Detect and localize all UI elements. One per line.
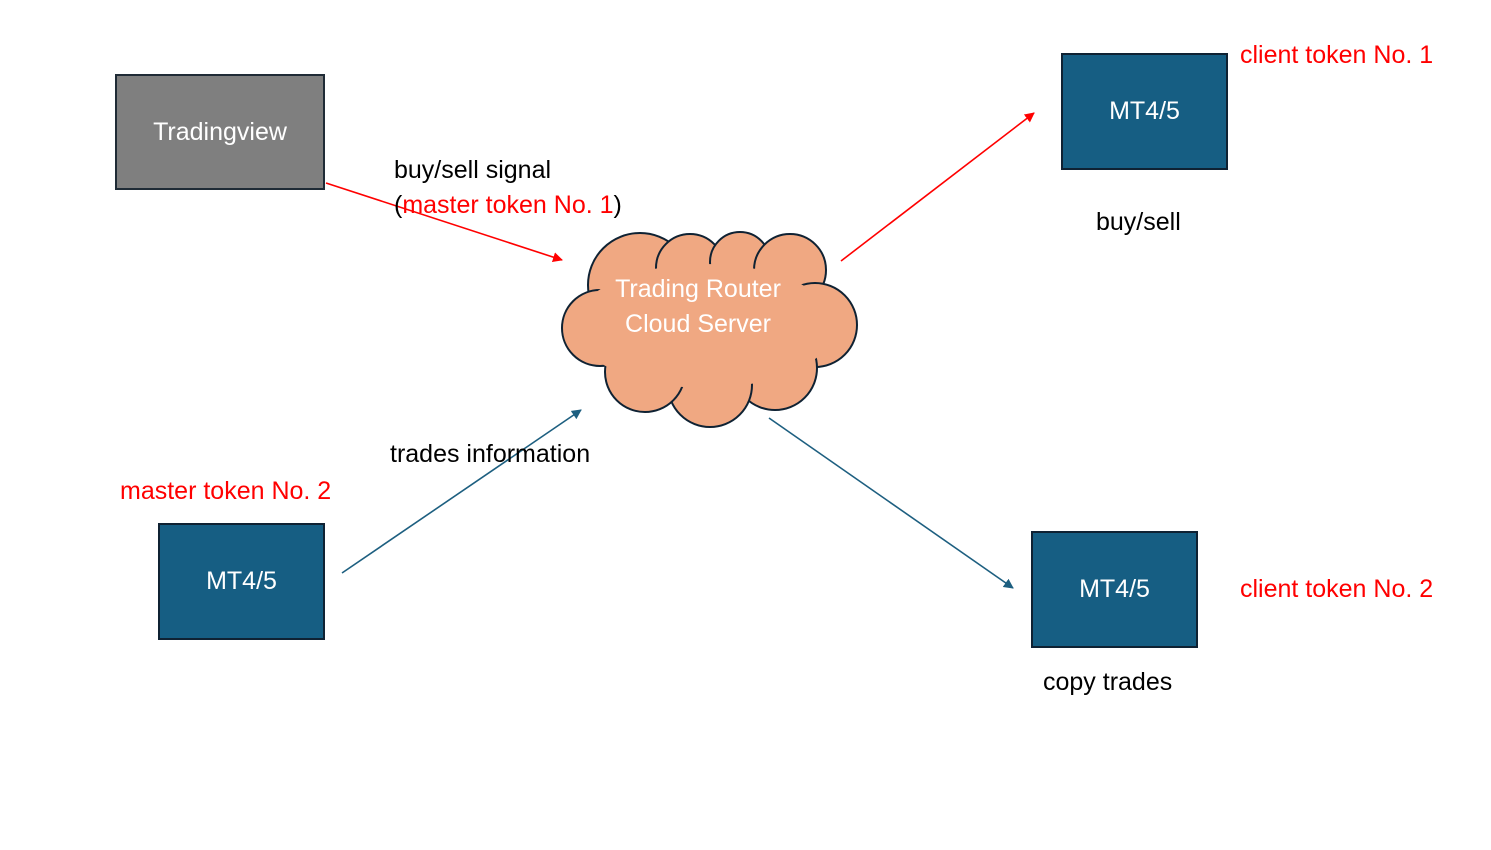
tradingview-label: Tradingview — [153, 117, 287, 146]
mt-client-2-node: MT4/5 — [1031, 531, 1198, 648]
client-token-1-label: client token No. 1 — [1240, 41, 1434, 69]
mt-master-2-node: MT4/5 — [158, 523, 325, 640]
copy-trades-arrow — [768, 417, 1014, 589]
tradingview-node: Tradingview — [115, 74, 325, 190]
copy-trades-label: copy trades — [1043, 668, 1173, 696]
trades-info-arrow — [341, 409, 582, 574]
master-token-1-label: master token No. 1 — [402, 191, 614, 219]
trades-information-label: trades information — [390, 440, 591, 468]
mt-master-2-label: MT4/5 — [206, 567, 277, 595]
mt-client-2-label: MT4/5 — [1079, 575, 1150, 603]
master-token-1-line: (master token No. 1) — [394, 188, 622, 223]
buy-sell-signal-label: buy/sell signal — [394, 156, 552, 184]
cloud-server-label: Trading Router Cloud Server — [615, 275, 781, 338]
paren-close: ) — [613, 191, 622, 219]
buy-sell-label: buy/sell — [1096, 208, 1181, 236]
cloud-shape — [561, 231, 858, 428]
paren-open: ( — [394, 191, 403, 219]
mt-client-1-label: MT4/5 — [1109, 97, 1180, 125]
mt-client-1-node: MT4/5 — [1061, 53, 1228, 170]
client-token-2-label: client token No. 2 — [1240, 575, 1434, 603]
buy-sell-arrow — [840, 112, 1035, 262]
master-token-2-label: master token No. 2 — [120, 477, 332, 505]
signal-arrow — [325, 182, 563, 262]
